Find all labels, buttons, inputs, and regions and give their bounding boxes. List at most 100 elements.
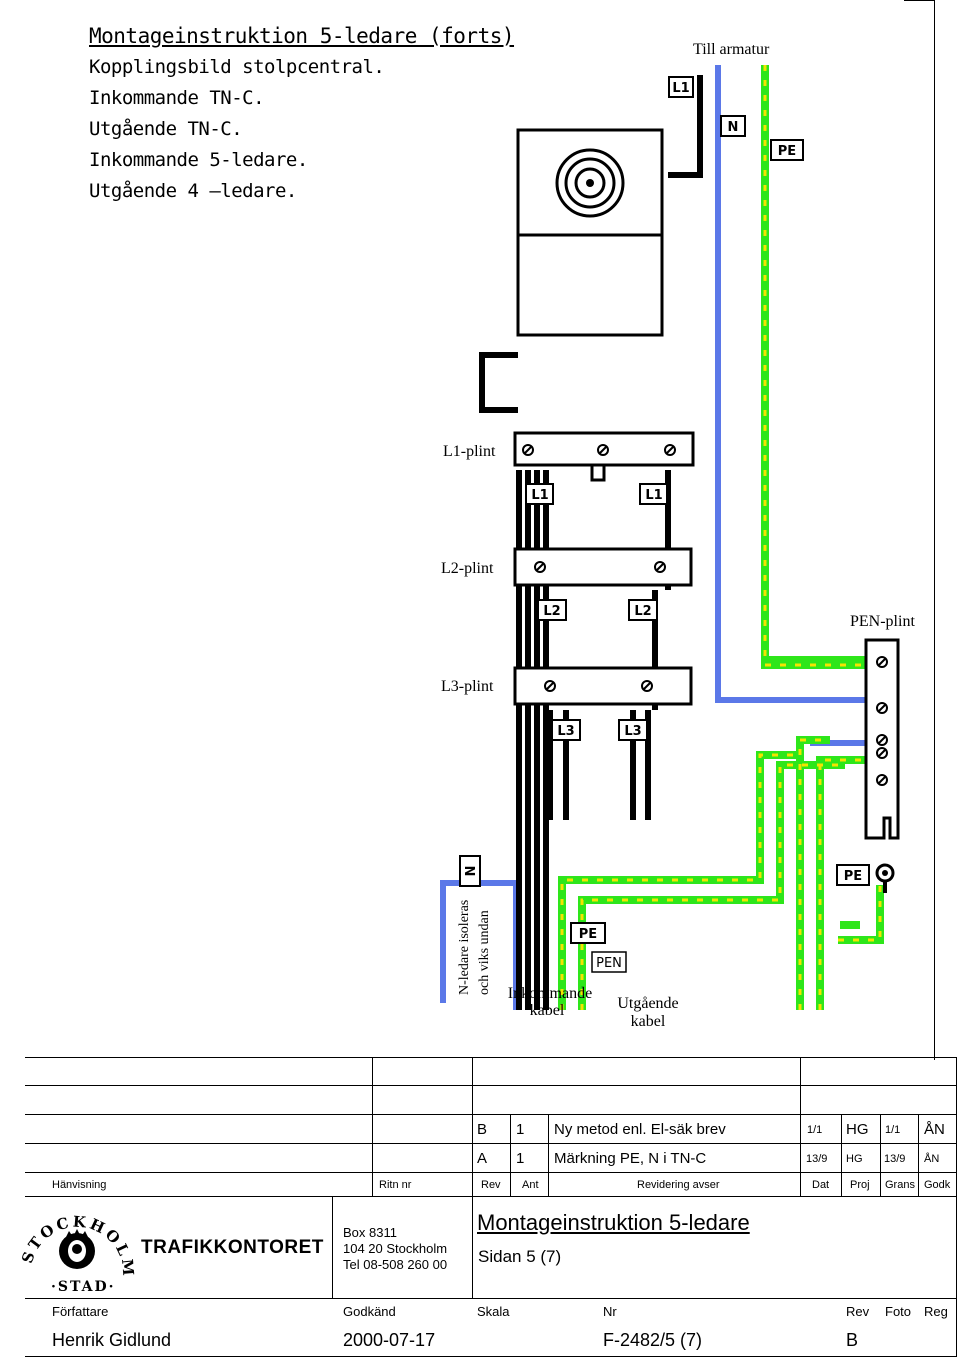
hdr-ant: Ant — [522, 1179, 539, 1191]
title-block: B 1 Ny metod enl. El-säk brev 1/1 HG 1/1… — [17, 1057, 957, 1357]
stockholm-seal-icon: STOCKHOLMS ·STAD· — [17, 1203, 135, 1295]
svg-text:N: N — [728, 120, 739, 135]
footer-godkand: 2000-07-17 — [343, 1330, 436, 1350]
footer-forfattare: Henrik Gidlund — [52, 1330, 172, 1350]
svg-text:L2: L2 — [634, 604, 651, 619]
rev-b-grans: 1/1 — [885, 1124, 901, 1136]
svg-text:·STAD·: ·STAD· — [51, 1279, 116, 1295]
tb-vline — [800, 1057, 801, 1196]
luminaire — [516, 128, 664, 337]
footer-label-godkand: Godkänd — [343, 1304, 396, 1319]
rev-b-letter: B — [477, 1121, 488, 1138]
tag-l2-left: L2 — [537, 599, 567, 621]
tb-line — [25, 1356, 957, 1357]
tb-vline — [372, 1057, 373, 1196]
tb-line — [25, 1196, 957, 1197]
page-frame-right — [934, 0, 935, 1060]
doc-title: Montageinstruktion 5-ledare — [477, 1210, 750, 1235]
tag-l1-top: L1 — [668, 76, 694, 98]
heading-line-3: Utgående TN-C. — [89, 118, 243, 140]
tag-l1-left: L1 — [525, 483, 554, 505]
doc-page: Sidan 5 (7) — [478, 1247, 562, 1266]
svg-text:L1: L1 — [531, 488, 548, 503]
address-line-3: Tel 08-508 260 00 — [343, 1257, 448, 1272]
footer-rev: B — [846, 1330, 859, 1350]
logo-trafikkontoret: TRAFIKKONTORET — [141, 1237, 324, 1258]
wiring-diagram: L1 N PE L1 L1 L2 L2 L3 L3 N PE PEN PE Ti… — [440, 41, 915, 1030]
tb-vline — [332, 1196, 333, 1298]
tb-line — [25, 1298, 957, 1299]
label-n-note-2: och viks undan — [477, 910, 492, 995]
tb-line — [25, 1172, 957, 1173]
svg-text:PE: PE — [778, 144, 796, 159]
terminal-pen — [864, 638, 900, 840]
svg-text:L1: L1 — [645, 488, 662, 503]
rev-a-dat: 13/9 — [806, 1153, 828, 1165]
tag-pe-lug: PE — [836, 864, 870, 886]
rev-a-proj: HG — [846, 1153, 863, 1165]
svg-text:N: N — [461, 866, 476, 877]
tb-line — [25, 1085, 957, 1086]
earth-lug — [875, 863, 895, 893]
page-frame-top — [904, 0, 934, 1]
rev-b-ant: 1 — [516, 1121, 525, 1138]
label-inkommande-2: kabel — [530, 1002, 565, 1019]
tb-vline — [472, 1057, 473, 1298]
footer-label-skala: Skala — [477, 1304, 510, 1319]
label-l3-plint: L3-plint — [441, 678, 494, 695]
tag-l2-right: L2 — [628, 599, 658, 621]
label-till-armatur: Till armatur — [693, 41, 770, 58]
rev-b-text: Ny metod enl. El-säk brev — [554, 1121, 726, 1138]
heading-line-1: Kopplingsbild stolpcentral. — [89, 56, 385, 78]
tag-l3-left: L3 — [551, 719, 581, 741]
label-pen-plint: PEN-plint — [850, 613, 915, 630]
tb-vline — [841, 1114, 842, 1196]
footer-label-nr: Nr — [603, 1304, 617, 1319]
footer-label-forfattare: Författare — [52, 1304, 109, 1319]
footer-label-rev: Rev — [846, 1304, 870, 1319]
rev-a-ant: 1 — [516, 1150, 525, 1167]
page-heading: Montageinstruktion 5-ledare (forts) Kopp… — [89, 24, 515, 207]
hdr-revidering: Revidering avser — [637, 1179, 720, 1191]
footer-nr: F-2482/5 (7) — [603, 1330, 703, 1350]
svg-text:L3: L3 — [624, 724, 641, 739]
tag-l1-right: L1 — [639, 483, 668, 505]
hdr-dat: Dat — [812, 1179, 830, 1191]
hdr-rev: Rev — [481, 1179, 501, 1191]
label-l2-plint: L2-plint — [441, 560, 494, 577]
tb-line — [25, 1143, 957, 1144]
terminal-l3 — [513, 666, 693, 706]
svg-text:L1: L1 — [672, 81, 689, 96]
tag-n-top: N — [720, 115, 746, 137]
tag-pe-bottom: PE — [570, 922, 606, 944]
footer-label-reg: Reg — [924, 1304, 948, 1319]
rev-a-grans: 13/9 — [884, 1153, 906, 1165]
svg-text:PE: PE — [579, 927, 597, 942]
page-title: Montageinstruktion 5-ledare (forts) — [89, 24, 515, 48]
tb-vline — [880, 1114, 881, 1196]
hdr-proj: Proj — [850, 1179, 870, 1191]
tag-l3-right: L3 — [618, 719, 648, 741]
tb-vline — [548, 1114, 549, 1196]
tag-pen-bottom: PEN — [591, 951, 627, 973]
label-utgaende-2: kabel — [631, 1013, 666, 1030]
rev-b-godk: ÅN — [924, 1121, 945, 1138]
address-line-1: Box 8311 — [343, 1225, 397, 1240]
terminal-l1 — [513, 431, 695, 482]
heading-line-2: Inkommande TN-C. — [89, 87, 265, 109]
rev-b-proj: HG — [846, 1121, 869, 1138]
label-inkommande-1: Inkommande — [508, 985, 592, 1002]
address-line-2: 104 20 Stockholm — [343, 1241, 448, 1256]
wire-tags: L1 N PE L1 L1 L2 L2 L3 L3 N PE PEN PE — [459, 76, 870, 973]
tb-line — [25, 1114, 957, 1115]
svg-text:PEN: PEN — [596, 956, 622, 971]
terminal-l2 — [513, 547, 693, 587]
footer-label-foto: Foto — [885, 1304, 912, 1319]
tb-vline — [510, 1114, 511, 1196]
tag-n-bottom: N — [459, 855, 481, 887]
hdr-godk: Godk — [924, 1179, 951, 1191]
rev-b-dat: 1/1 — [807, 1124, 823, 1136]
rev-a-godk: ÅN — [924, 1153, 940, 1165]
hdr-grans: Grans — [885, 1179, 915, 1191]
label-l1-plint: L1-plint — [443, 443, 496, 460]
